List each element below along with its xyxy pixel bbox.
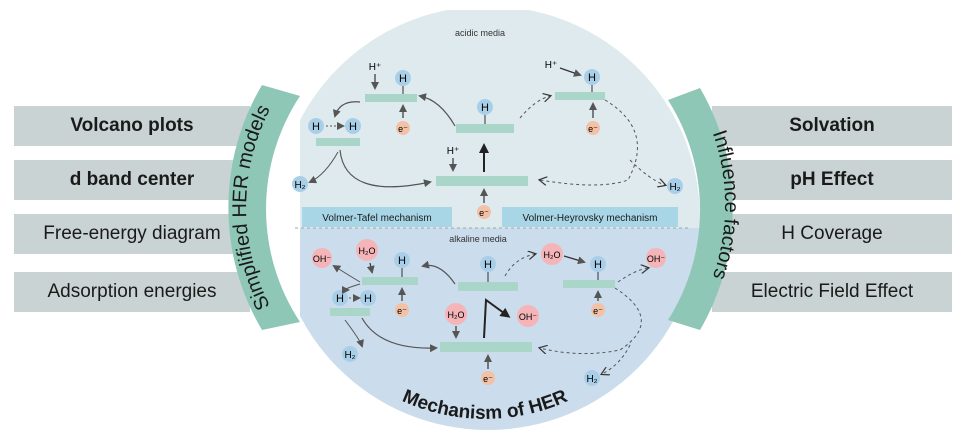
surface (563, 280, 615, 288)
h2-label: H₂ (344, 350, 355, 361)
water (356, 239, 378, 261)
factor-electric-field-effect: Electric Field Effect (712, 272, 952, 312)
electron (591, 303, 605, 317)
electron (395, 303, 409, 317)
surface (456, 124, 514, 133)
h-atom (345, 118, 361, 134)
h2-label: H₂ (586, 374, 597, 385)
acidic-half (300, 10, 700, 228)
factor-d-band-center: d band center (14, 160, 250, 200)
h2-molecule (667, 178, 683, 194)
h-label: H (594, 259, 602, 271)
h-label: H (481, 102, 489, 114)
h-label: H (484, 259, 492, 271)
h-plus-label: H⁺ (369, 62, 382, 73)
electron (481, 371, 495, 385)
left-arc-band (228, 85, 300, 330)
electron-label: e⁻ (593, 306, 603, 316)
right-arc-band (668, 88, 733, 330)
water (445, 303, 467, 325)
electron-label: e⁻ (588, 124, 598, 134)
h-label: H (399, 73, 407, 85)
factor-ph-effect: pH Effect (712, 160, 952, 200)
water-label: H₂O (448, 310, 465, 320)
h2-label: H₂ (294, 180, 305, 191)
volmer-heyrovsky-box (502, 207, 678, 227)
factor-free-energy-diagram: Free-energy diagram (14, 214, 250, 254)
h-atom (332, 290, 348, 306)
volmer-heyrovsky-label: Volmer-Heyrovsky mechanism (522, 213, 657, 224)
h-label: H (364, 293, 372, 305)
h2-molecule (292, 176, 308, 192)
surface (362, 277, 418, 285)
volmer-tafel-box (302, 207, 452, 227)
water (541, 243, 563, 265)
electron-label: e⁻ (397, 306, 407, 316)
hydroxide-label: OH⁻ (313, 254, 332, 264)
h-atom (480, 256, 496, 272)
factor-solvation: Solvation (712, 106, 952, 146)
h-label: H (398, 255, 406, 267)
hydroxide (646, 248, 666, 268)
h-label: H (349, 121, 357, 133)
h-label: H (588, 72, 596, 84)
surface (458, 282, 518, 291)
electron-label: e⁻ (398, 124, 408, 134)
surface (330, 308, 370, 316)
water-label: H₂O (359, 246, 376, 256)
h-label: H (336, 293, 344, 305)
hydroxide (517, 305, 539, 327)
h2-label: H₂ (669, 182, 680, 193)
factor-adsorption-energies: Adsorption energies (14, 272, 250, 312)
electron-label: e⁻ (479, 208, 489, 218)
surface (436, 176, 528, 186)
surface (365, 94, 417, 102)
h-atom (308, 118, 324, 134)
factor-h-coverage: H Coverage (712, 214, 952, 254)
h-atom (590, 256, 606, 272)
electron-label: e⁻ (483, 374, 493, 384)
hydroxide (312, 248, 332, 268)
electron (586, 121, 600, 135)
water-label: H₂O (544, 250, 561, 260)
h-atom (394, 252, 410, 268)
surface (316, 138, 360, 146)
h-label: H (312, 121, 320, 133)
electron (477, 205, 491, 219)
factor-volcano-plots: Volcano plots (14, 106, 250, 146)
h-atom (395, 70, 411, 86)
surface (555, 92, 605, 100)
alkaline-label: alkaline media (449, 234, 507, 244)
volmer-tafel-label: Volmer-Tafel mechanism (322, 213, 431, 224)
h-atom (360, 290, 376, 306)
hydroxide-label: OH⁻ (647, 254, 666, 264)
h-plus-label: H⁺ (447, 146, 460, 157)
h-plus-label: H⁺ (545, 60, 558, 71)
electron (396, 121, 410, 135)
h-atom (477, 99, 493, 115)
acidic-label: acidic media (455, 28, 505, 38)
hydroxide-label: OH⁻ (519, 312, 538, 322)
h2-molecule (584, 370, 600, 386)
surface (440, 342, 532, 352)
h-atom (584, 69, 600, 85)
h2-molecule (342, 346, 358, 362)
